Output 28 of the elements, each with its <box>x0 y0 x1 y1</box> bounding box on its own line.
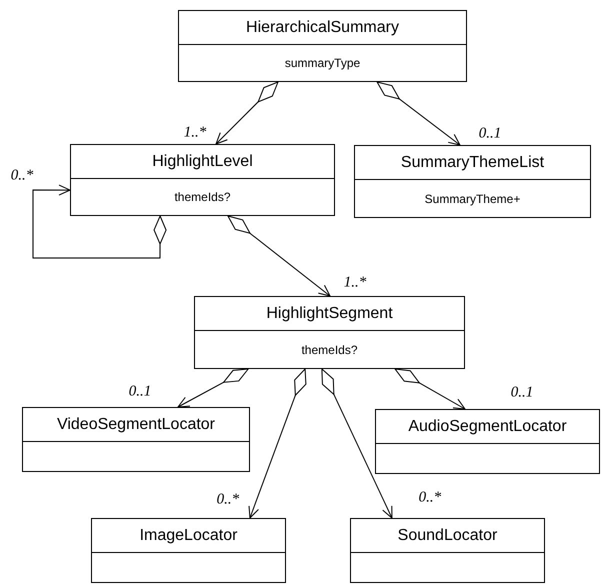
class-box <box>375 409 600 474</box>
class-box <box>22 407 250 472</box>
attribute-text: themeIds? <box>174 189 231 206</box>
aggregation-arrow <box>376 82 460 146</box>
aggregation-arrow <box>321 368 392 518</box>
class-name: HighlightSegment <box>266 304 393 324</box>
class-name: HighlightLevel <box>152 152 253 172</box>
class-box <box>70 144 335 216</box>
class-box <box>350 518 545 583</box>
aggregation-arrow <box>227 216 331 296</box>
attribute-text: themeIds? <box>301 342 358 358</box>
aggregation-arrow <box>177 368 249 408</box>
aggregation-arrow <box>394 368 466 410</box>
aggregation-arrow <box>248 368 306 518</box>
class-box <box>178 10 467 82</box>
aggregation-arrow <box>216 82 278 144</box>
class-name: AudioSegmentLocator <box>408 416 567 436</box>
class-box <box>91 518 286 583</box>
class-name: HierarchicalSummary <box>246 18 399 38</box>
class-box <box>194 296 465 369</box>
attribute-text: SummaryTheme+ <box>424 190 520 208</box>
class-name: VideoSegmentLocator <box>56 414 216 434</box>
class-box <box>354 145 591 218</box>
class-name: ImageLocator <box>140 526 238 546</box>
class-name: SummaryThemeList <box>400 152 544 172</box>
attribute-text: summaryType <box>284 55 360 72</box>
class-name: SoundLocator <box>398 526 498 546</box>
aggregation-arrow <box>32 184 167 258</box>
